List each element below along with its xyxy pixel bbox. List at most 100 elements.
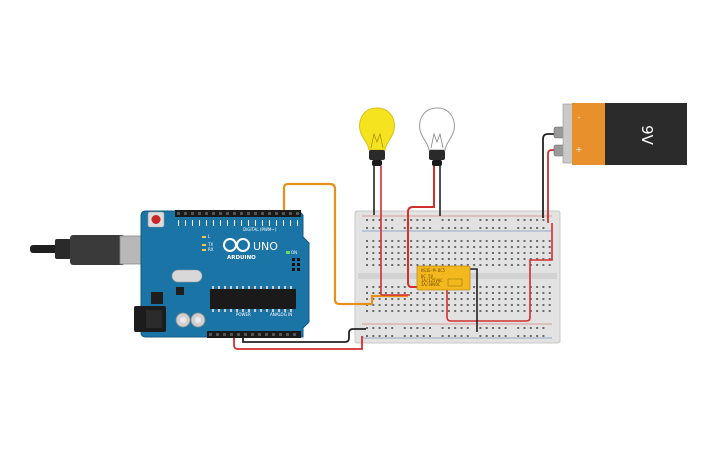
breadboard-hole [403,335,406,337]
breadboard-hole [466,246,469,248]
orange-wire-signal[interactable] [282,182,372,306]
breadboard-hole [410,310,413,312]
header-pin [191,212,194,215]
usb-chip [151,292,163,304]
breadboard-hole [397,310,400,312]
breadboard-hole [447,258,450,260]
battery-9v[interactable]: 9V - + [553,103,687,165]
led-rx [202,249,206,251]
breadboard-hole [391,310,394,312]
breadboard-hole [529,219,532,221]
breadboard-hole [492,327,494,329]
breadboard-hole [523,327,526,329]
breadboard-hole [536,304,539,306]
header-pin [261,212,264,215]
chip-pin [242,309,244,312]
red-wire-bulb[interactable] [407,166,435,288]
breadboard-hole [479,219,482,221]
chip-pin [272,309,274,312]
battery-plus-label: + [576,145,583,154]
arduino-uno-board[interactable]: ARDUINO UNO DIGITAL (PWM~) POWER ANALOG … [30,210,310,338]
breadboard-hole [422,310,425,312]
breadboard-hole [485,327,488,329]
header-pin [233,212,236,215]
breadboard-hole [536,252,539,254]
bulb-glass-lit [359,107,395,151]
pin-label-tick [213,220,214,226]
breadboard-hole [542,292,545,294]
breadboard-hole [435,246,438,248]
icsp-pin [292,263,295,266]
chip-pin [254,286,256,289]
header-pin [258,333,261,336]
breadboard-hole [492,292,494,294]
light-bulb-off[interactable] [419,107,455,166]
breadboard-hole [460,292,463,294]
bulb-socket [432,160,442,166]
breadboard-hole [366,327,368,329]
chip-pin [278,309,280,312]
breadboard-hole [492,264,494,266]
breadboard-hole [397,292,400,294]
red-wire-5v[interactable] [233,332,363,350]
breadboard-hole [366,227,368,229]
breadboard-hole [529,227,532,229]
breadboard-hole [441,327,444,329]
breadboard-hole [485,292,488,294]
header-pin [184,212,187,215]
pin-label-tick [262,220,263,226]
breadboard-hole [510,240,513,242]
breadboard-hole [403,327,406,329]
bulb-glass-unlit [419,107,455,151]
breadboard-hole [410,292,413,294]
digital-header[interactable] [175,210,301,217]
red-wire-battery[interactable] [547,149,559,223]
light-bulb-on[interactable] [359,107,395,166]
header-pin [219,212,222,215]
breadboard-hole [523,335,526,337]
breadboard-hole [403,286,406,288]
breadboard-hole [397,258,400,260]
breadboard-hole [536,335,539,337]
breadboard-hole [366,264,368,266]
reset-button[interactable] [151,215,161,224]
breadboard-hole [447,327,450,329]
breadboard-hole [479,292,482,294]
breadboard-hole [391,240,394,242]
breadboard-hole [416,298,419,300]
black-wire-relay-ground[interactable] [470,268,478,332]
breadboard-hole [447,335,450,337]
breadboard-hole [416,304,419,306]
breadboard-hole [372,298,375,300]
breadboard-hole [504,252,507,254]
breadboard-hole [517,286,520,288]
header-pin [296,212,299,215]
relay-module[interactable]: HS1E-M-DC5 DC 5V 1A/125VAC 2A/30VDC [416,265,471,291]
orange-wire-relay[interactable] [370,294,408,304]
logo-loop-right [236,238,250,252]
breadboard-hole [517,304,520,306]
breadboard-hole [416,240,419,242]
battery-body [605,103,687,165]
breadboard-hole [492,310,494,312]
breadboard-hole [403,298,406,300]
breadboard-hole [536,227,539,229]
breadboard-hole [384,264,387,266]
breadboard-hole [384,240,387,242]
breadboard-hole [441,298,444,300]
breadboard-hole [473,240,476,242]
red-wire-relay-loop[interactable] [446,223,553,322]
black-wire-gnd[interactable] [242,328,366,343]
dc-power-jack-inner [146,310,162,328]
breadboard-hole [498,292,501,294]
breadboard-hole [410,298,413,300]
breadboard-hole [479,246,482,248]
arduino-model-label: UNO [253,240,278,253]
breadboard-hole [454,240,457,242]
header-pin [177,212,180,215]
breadboard-hole [460,335,463,337]
breadboard-hole [510,246,513,248]
black-wire-battery[interactable] [542,133,559,218]
header-pin [240,212,243,215]
breadboard-hole [422,292,425,294]
